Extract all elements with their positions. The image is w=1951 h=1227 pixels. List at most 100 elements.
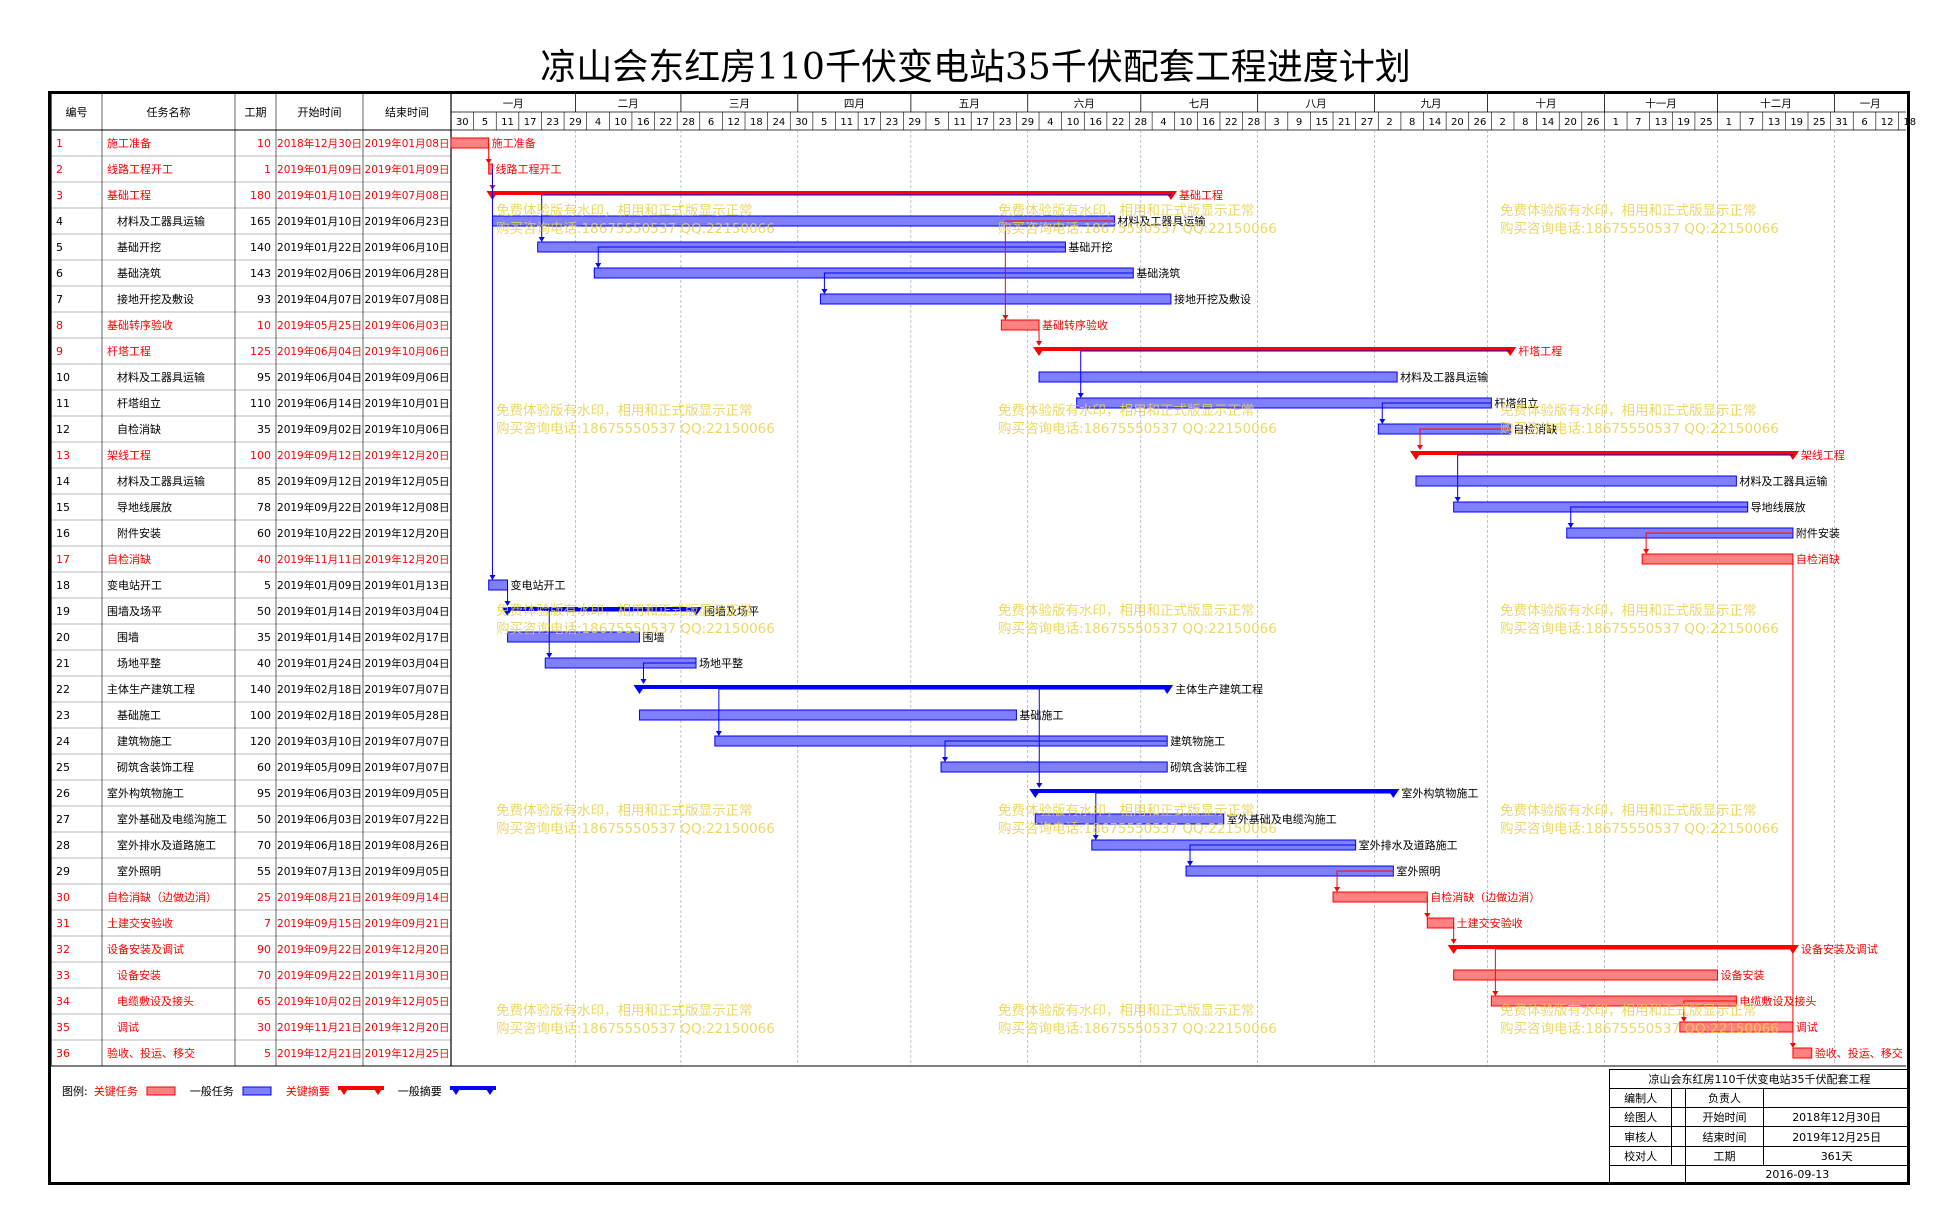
bar-label: 导地线展放 (1751, 500, 1806, 514)
task-duration: 40 (257, 657, 271, 670)
dependency-link (1645, 532, 1793, 551)
task-start: 2019年01月10日 (277, 189, 362, 202)
task-name: 验收、投运、移交 (107, 1046, 195, 1060)
task-start: 2019年01月24日 (277, 657, 362, 670)
dependency-link (548, 610, 697, 655)
bar-label: 围墙 (642, 630, 664, 644)
summary-start-marker (501, 607, 514, 616)
dependency-arrow (1567, 523, 1574, 528)
task-end: 2019年07月07日 (365, 761, 450, 774)
task-end: 2019年05月28日 (365, 709, 450, 722)
day-label: 10 (1067, 117, 1080, 128)
bar-label: 杆塔工程 (1518, 344, 1562, 358)
task-end: 2019年01月09日 (365, 163, 450, 176)
task-id: 9 (56, 345, 63, 358)
task-id: 34 (56, 995, 70, 1008)
column-header: 开始时间 (298, 105, 342, 119)
task-start: 2019年06月18日 (277, 839, 362, 852)
task-id: 3 (56, 189, 63, 202)
task-name: 导地线展放 (117, 500, 172, 514)
task-id: 17 (56, 553, 70, 566)
task-id: 20 (56, 631, 70, 644)
task-name: 杆塔工程 (107, 344, 151, 358)
task-duration: 60 (257, 761, 271, 774)
task-end: 2019年11月30日 (365, 969, 450, 982)
task-duration: 70 (257, 839, 271, 852)
bar-label: 基础工程 (1179, 189, 1223, 202)
column-header: 任务名称 (147, 105, 191, 119)
info-duration-value: 361天 (1763, 1145, 1910, 1166)
task-name: 基础开挖 (117, 240, 161, 254)
task-bar (1453, 969, 1719, 981)
summary-bar (1035, 789, 1394, 793)
task-id: 36 (56, 1047, 70, 1060)
task-start: 2019年06月04日 (277, 345, 362, 358)
task-duration: 40 (257, 553, 271, 566)
task-end: 2019年07月07日 (365, 683, 450, 696)
task-duration: 35 (257, 631, 271, 644)
month-label: 四月 (844, 98, 865, 110)
info-date: 2016-09-13 (1684, 1164, 1911, 1186)
summary-start-marker (1447, 945, 1460, 954)
info-project: 凉山会东红房110千伏变电站35千伏配套工程 (1609, 1068, 1910, 1090)
task-duration: 5 (264, 579, 271, 592)
bar-label: 基础开挖 (1068, 240, 1112, 254)
day-label: 16 (637, 117, 650, 128)
task-end: 2019年06月28日 (365, 267, 450, 280)
day-label: 4 (595, 117, 601, 128)
bar-label: 围墙及场平 (704, 604, 759, 618)
task-end: 2019年12月05日 (365, 475, 450, 488)
info-reviewed-by-label: 审核人 (1608, 1126, 1673, 1147)
day-label: 12 (727, 117, 740, 128)
task-end: 2019年02月17日 (365, 631, 450, 644)
dependency-arrow (1454, 497, 1461, 502)
day-label: 31 (1836, 117, 1849, 128)
task-end: 2019年07月08日 (365, 189, 450, 202)
day-label: 19 (1677, 117, 1690, 128)
task-duration: 90 (257, 943, 271, 956)
summary-bar (1039, 347, 1511, 351)
month-label: 十二月 (1760, 97, 1792, 110)
task-name: 附件安装 (117, 526, 161, 540)
day-label: 2 (1386, 117, 1392, 128)
task-id: 12 (56, 423, 70, 436)
bar-label: 线路工程开工 (495, 162, 561, 176)
task-start: 2019年10月22日 (277, 527, 362, 540)
task-duration: 100 (250, 709, 271, 722)
task-end: 2019年12月20日 (365, 527, 450, 540)
task-name: 杆塔组立 (117, 396, 161, 410)
bar-label: 电缆敷设及接头 (1739, 994, 1816, 1008)
task-name: 材料及工器具运输 (117, 370, 205, 384)
bar-label: 自检消缺（边做边消） (1430, 890, 1540, 904)
day-label: 27 (1361, 117, 1374, 128)
bar-label: 室外构筑物施工 (1401, 786, 1478, 800)
task-start: 2019年11月21日 (277, 1021, 362, 1034)
task-start: 2019年09月12日 (277, 475, 362, 488)
day-label: 22 (659, 117, 672, 128)
task-end: 2019年12月20日 (365, 449, 450, 462)
info-prepared-by-label: 编制人 (1608, 1088, 1673, 1109)
day-label: 25 (1700, 117, 1713, 128)
day-label: 10 (614, 117, 627, 128)
info-drawn-by-label: 绘图人 (1608, 1107, 1673, 1128)
summary-bar (1415, 451, 1793, 455)
day-label: 23 (886, 117, 899, 128)
chart-frame (48, 91, 1910, 1185)
summary-bar (1453, 945, 1793, 949)
legend-normal-summary-swatch (449, 1086, 496, 1095)
task-name: 施工准备 (107, 136, 151, 150)
task-duration: 50 (257, 813, 271, 826)
task-id: 10 (56, 371, 70, 384)
task-start: 2019年01月14日 (277, 631, 362, 644)
dependency-link (1570, 506, 1748, 525)
task-id: 22 (56, 683, 70, 696)
dependency-arrow (1424, 913, 1431, 918)
task-name: 线路工程开工 (107, 162, 173, 176)
task-end: 2019年12月25日 (365, 1047, 450, 1060)
task-start: 2019年09月22日 (277, 943, 362, 956)
day-label: 29 (908, 117, 921, 128)
dependency-link (1189, 844, 1356, 863)
day-label: 4 (1047, 117, 1053, 128)
column-header: 工期 (245, 106, 267, 119)
